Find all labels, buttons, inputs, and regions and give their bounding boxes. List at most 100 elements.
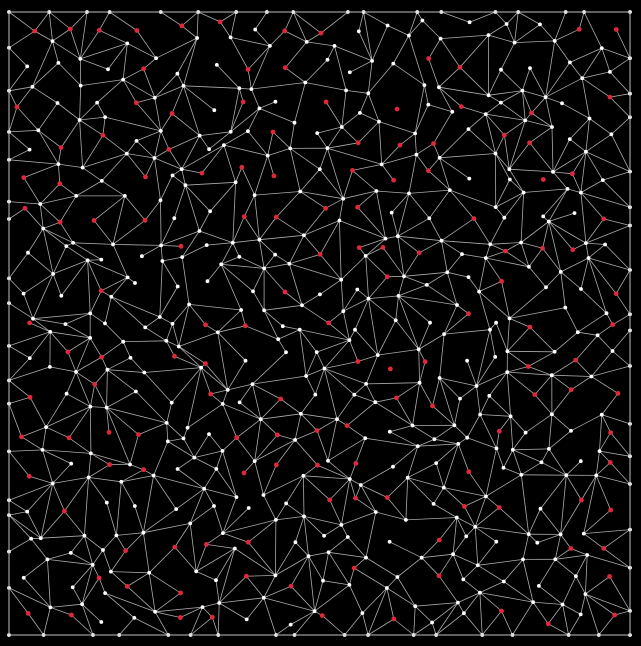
graph-edge: [500, 90, 523, 103]
graph-edge: [122, 79, 137, 103]
seed-vertex: [178, 590, 184, 596]
graph-edge: [289, 148, 301, 192]
graph-vertex: [504, 22, 509, 26]
graph-edge: [42, 449, 72, 464]
seed-vertex: [380, 245, 386, 250]
graph-edge: [386, 587, 416, 607]
graph-edge: [72, 242, 102, 260]
graph-edge: [441, 240, 448, 273]
graph-edge: [505, 242, 522, 252]
seed-vertex: [141, 66, 147, 72]
graph-edge: [341, 112, 361, 128]
graph-edge: [89, 313, 106, 324]
graph-edge: [466, 414, 481, 438]
graph-edge: [223, 130, 249, 146]
graph-vertex: [158, 198, 163, 203]
seed-vertex: [239, 164, 245, 170]
graph-edge: [548, 212, 575, 222]
graph-edge: [154, 97, 162, 131]
seed-vertex: [91, 218, 97, 223]
graph-vertex: [214, 467, 219, 471]
graph-edge: [478, 257, 487, 292]
graph-vertex: [389, 210, 394, 215]
graph-edge: [612, 330, 631, 352]
graph-edge: [503, 467, 522, 476]
graph-edge: [90, 384, 96, 407]
graph-edge: [548, 448, 567, 476]
graph-edge: [263, 575, 276, 598]
graph-edge: [259, 239, 265, 269]
graph-edge: [94, 384, 107, 408]
graph-edge: [346, 90, 369, 94]
graph-edge: [66, 393, 91, 407]
graph-vertex: [164, 338, 169, 343]
graph-vertex: [103, 115, 107, 119]
graph-edge: [275, 216, 305, 236]
seed-vertex: [613, 291, 619, 297]
graph-edge: [463, 592, 481, 614]
graph-edge: [365, 255, 369, 299]
graph-edge: [308, 556, 315, 612]
graph-edge: [520, 474, 530, 535]
graph-edge: [418, 322, 431, 350]
graph-edge: [596, 475, 631, 485]
graph-vertex: [214, 63, 219, 67]
graph-edge: [260, 413, 301, 420]
graph-edge: [65, 323, 91, 339]
graph-vertex: [125, 41, 130, 46]
graph-vertex: [456, 600, 460, 605]
graph-edge: [382, 247, 405, 277]
graph-edge: [217, 309, 242, 333]
graph-edge: [181, 135, 201, 170]
graph-edge: [342, 170, 353, 199]
graph-edge: [219, 11, 237, 23]
graph-vertex: [347, 583, 352, 587]
graph-edge: [96, 79, 124, 103]
graph-edge: [8, 302, 34, 320]
graph-edge: [353, 567, 388, 589]
graph-edge: [500, 102, 526, 121]
graph-edge: [488, 34, 515, 43]
graph-edge: [254, 155, 269, 196]
graph-vertex: [174, 507, 179, 511]
graph-vertex: [175, 71, 180, 76]
graph-edge: [414, 85, 425, 134]
graph-edge: [495, 179, 511, 208]
graph-edge: [609, 93, 631, 98]
graph-edge: [45, 426, 70, 439]
seed-vertex: [394, 106, 400, 112]
graph-vertex: [521, 557, 525, 562]
graph-edge: [529, 67, 546, 98]
graph-vertex: [526, 532, 531, 537]
graph-edge: [322, 552, 329, 581]
graph-edge: [560, 475, 567, 535]
graph-edge: [285, 503, 305, 517]
graph-edge: [588, 244, 606, 259]
graph-vertex: [603, 242, 607, 247]
graph-edge: [447, 271, 469, 278]
graph-edge: [477, 564, 505, 582]
graph-edge: [324, 339, 350, 369]
graph-edge: [531, 96, 546, 114]
graph-vertex: [179, 167, 184, 172]
graph-edge: [512, 601, 534, 636]
graph-edge: [104, 592, 135, 619]
graph-vertex: [313, 392, 318, 397]
graph-edge: [412, 425, 435, 440]
graph-edge: [109, 11, 138, 31]
graph-edge: [88, 477, 108, 503]
graph-edge: [230, 37, 249, 70]
graph-edge: [603, 529, 631, 549]
graph-edge: [84, 477, 89, 536]
graph-edge: [122, 43, 128, 80]
graph-vertex: [86, 475, 91, 480]
graph-edge: [504, 120, 526, 136]
graph-edge: [510, 416, 526, 433]
graph-edge: [528, 351, 555, 367]
graph-edge: [611, 134, 631, 172]
graph-edge: [339, 198, 344, 221]
graph-vertex: [347, 477, 352, 481]
seed-vertex: [179, 23, 185, 29]
graph-edge: [397, 235, 442, 242]
graph-edge: [397, 236, 405, 277]
